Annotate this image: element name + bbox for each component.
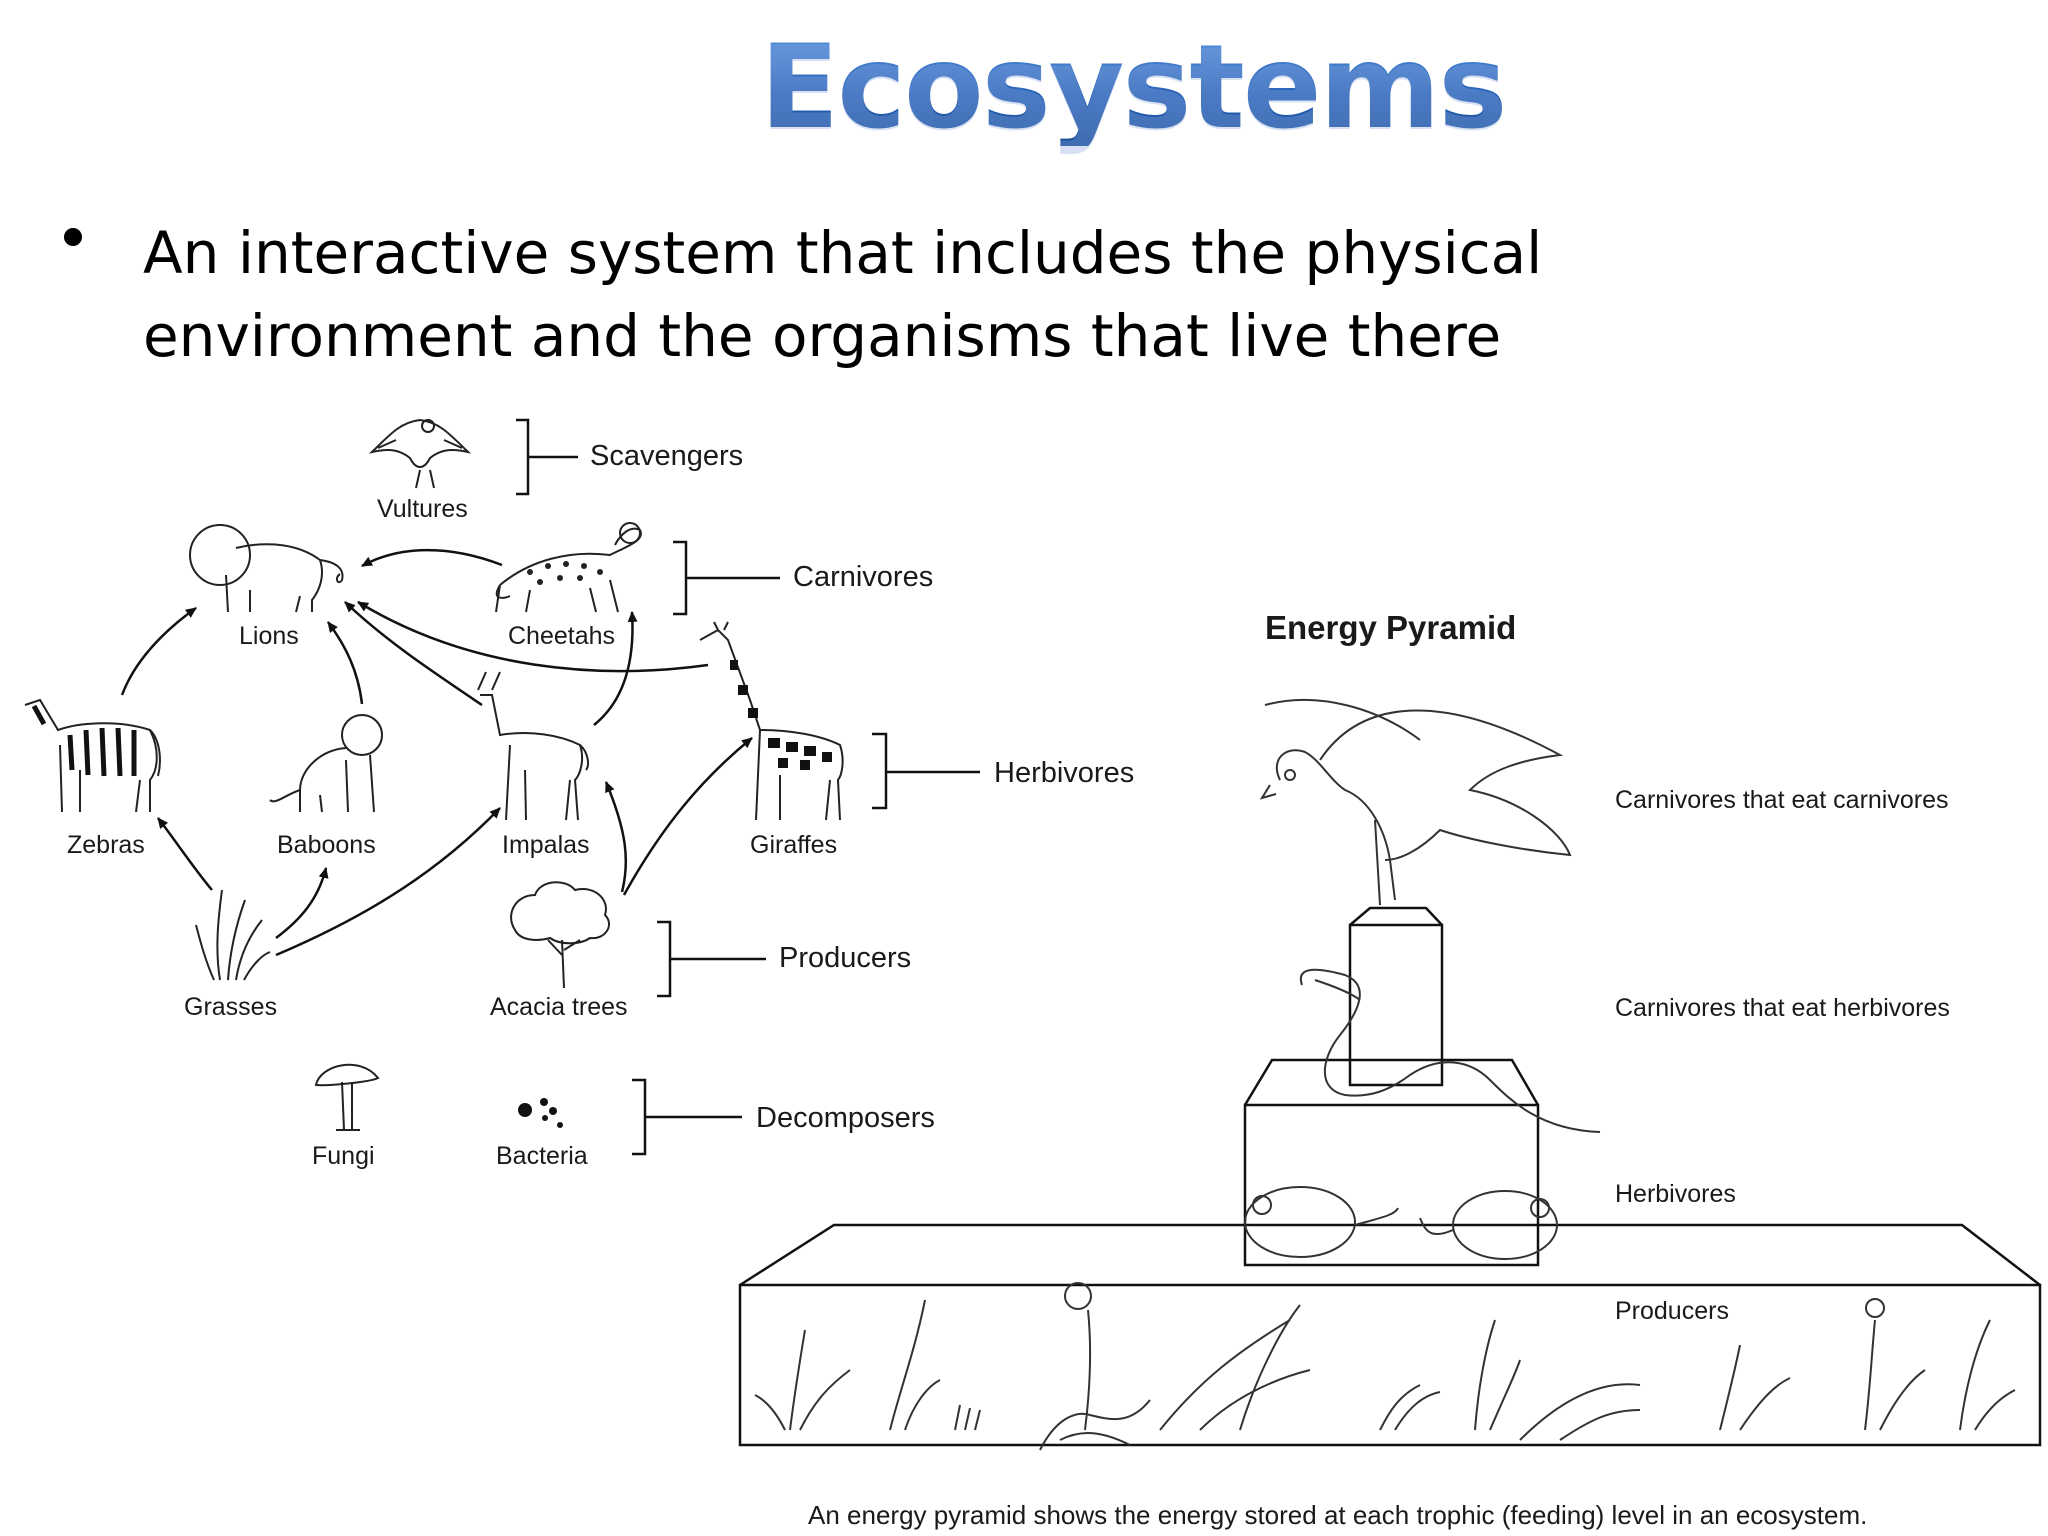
- level-label-top: Carnivores that eat carnivores: [1615, 786, 1949, 814]
- label-acacia-trees: Acacia trees: [490, 993, 628, 1021]
- label-impalas: Impalas: [502, 831, 590, 859]
- level-label-second: Carnivores that eat herbivores: [1615, 994, 1950, 1022]
- mice-drawing: [1244, 1186, 1558, 1260]
- grasses-drawing: [195, 889, 271, 981]
- label-lions: Lions: [239, 622, 299, 650]
- lion-drawing: [189, 524, 344, 613]
- label-giraffes: Giraffes: [750, 831, 838, 859]
- food-web-arrows: [120, 548, 753, 957]
- energy-pyramid-heading: Energy Pyramid: [1265, 609, 1517, 646]
- hawk-drawing: [1259, 698, 1572, 906]
- cheetah-drawing: [495, 522, 642, 613]
- pyramid-base-tier: [738, 1223, 2042, 1447]
- slide-bullet-text: An interactive system that includes the …: [143, 219, 1543, 370]
- bacteria-drawing: [518, 1098, 563, 1128]
- label-grasses: Grasses: [184, 993, 278, 1021]
- acacia-tree-drawing: [510, 881, 610, 989]
- pyramid-tier-carnivores: [1348, 906, 1444, 1087]
- group-brackets: [516, 418, 980, 1156]
- level-label-third: Herbivores: [1615, 1180, 1736, 1208]
- energy-pyramid: [738, 698, 2042, 1451]
- baboon-drawing: [269, 714, 383, 813]
- label-vultures: Vultures: [377, 495, 468, 523]
- vulture-drawing: [368, 418, 472, 489]
- producers-plants-drawing: [754, 1282, 2016, 1451]
- bracket-carnivores: [673, 540, 780, 616]
- pyramid-tier-herbivores: [1243, 1058, 1540, 1267]
- slide-title: Ecosystems: [760, 20, 1507, 155]
- group-label-carnivores: Carnivores: [793, 561, 934, 593]
- group-label-decomposers: Decomposers: [756, 1102, 935, 1134]
- level-label-base: Producers: [1615, 1297, 1729, 1325]
- food-web: [24, 418, 980, 1156]
- group-label-herbivores: Herbivores: [994, 757, 1135, 789]
- bracket-producers: [657, 920, 766, 998]
- zebra-drawing: [24, 698, 161, 813]
- label-zebras: Zebras: [67, 831, 145, 859]
- mushroom-drawing: [314, 1063, 380, 1131]
- label-fungi: Fungi: [312, 1142, 375, 1170]
- impala-drawing: [477, 671, 589, 821]
- giraffe-drawing: [699, 621, 844, 821]
- snake-drawing: [1299, 968, 1601, 1133]
- bullet-marker: [64, 228, 82, 246]
- label-cheetahs: Cheetahs: [508, 622, 616, 650]
- bracket-decomposers: [632, 1078, 742, 1156]
- bracket-herbivores: [872, 732, 980, 810]
- group-label-producers: Producers: [779, 942, 912, 974]
- group-label-scavengers: Scavengers: [590, 440, 744, 472]
- energy-pyramid-caption: An energy pyramid shows the energy store…: [808, 1500, 1868, 1530]
- label-bacteria: Bacteria: [496, 1142, 588, 1170]
- bracket-scavengers: [516, 418, 578, 496]
- label-baboons: Baboons: [277, 831, 376, 859]
